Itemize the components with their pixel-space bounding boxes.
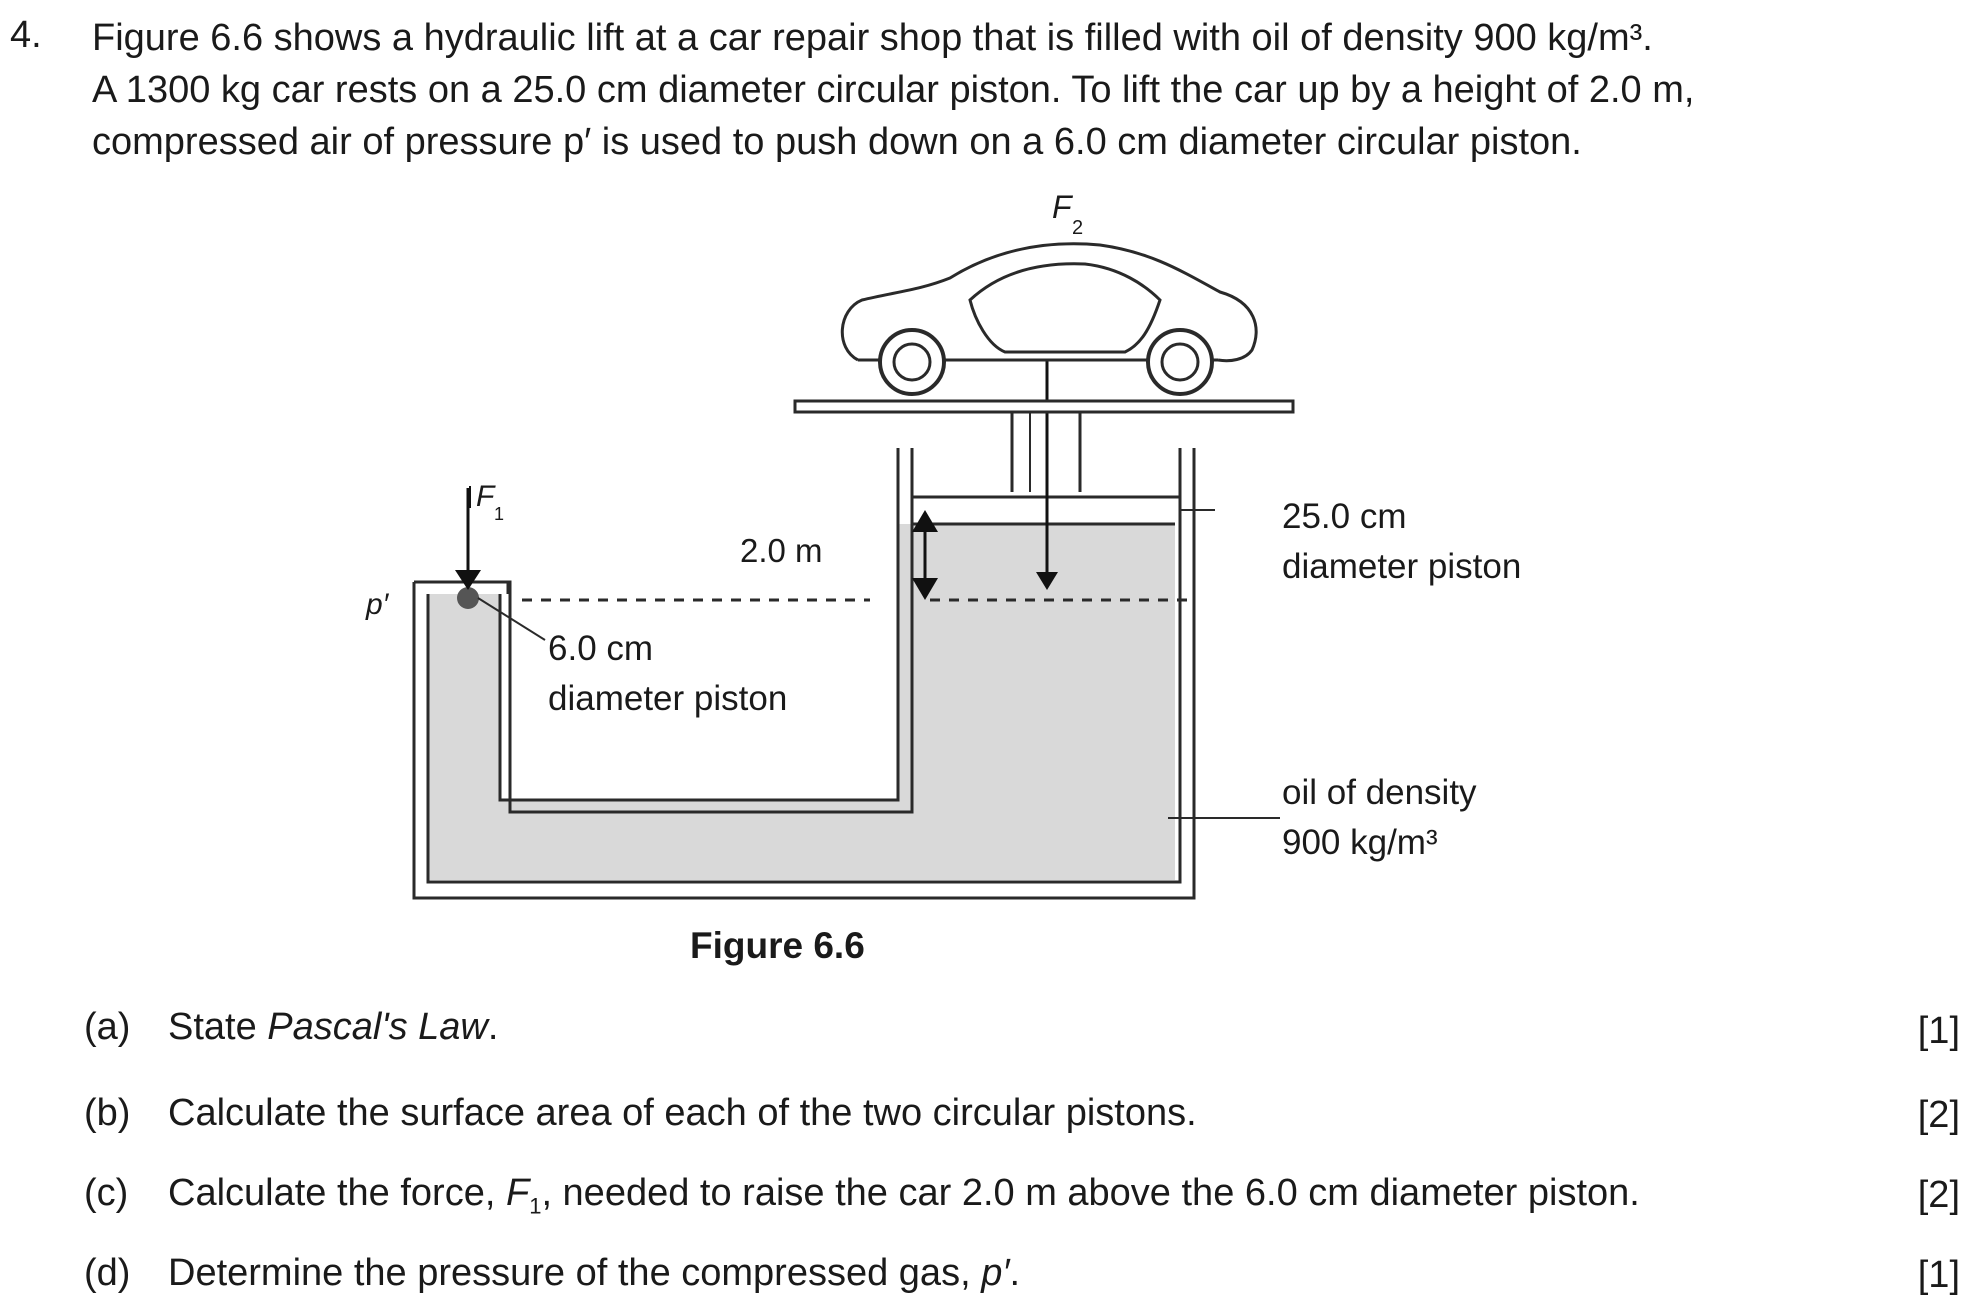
part-a-text-after: . [487,1006,499,1048]
part-b-marks: [2] [1917,1094,1960,1136]
part-d-marks: [1] [1917,1254,1960,1296]
small-piston [457,587,479,609]
stem-line-3: compressed air of pressure p′ is used to… [92,121,1582,163]
part-c-label: (c) [84,1172,129,1214]
f1-subscript: 1 [494,504,504,524]
vessel-divider [498,448,900,802]
part-c: (c) Calculate the force, F1, needed to ra… [84,1172,1640,1220]
small-piston-leader [477,597,546,641]
part-d: (d) Determine the pressure of the compres… [84,1252,1020,1295]
car-rear-hub [1160,342,1200,382]
f1-label: F [476,480,496,513]
f1-arrowhead [455,570,481,590]
part-c-force-sub: 1 [529,1193,542,1219]
part-d-label: (d) [84,1252,131,1294]
part-b-label: (b) [84,1092,131,1134]
oil-label-1: oil of density [1282,773,1477,812]
stem-line-2: A 1300 kg car rests on a 25.0 cm diamete… [92,69,1695,111]
part-a-text-before: State [168,1006,268,1048]
f2-subscript: 2 [1072,217,1083,239]
car-window [968,262,1162,354]
small-piston-label-1: 6.0 cm [548,629,653,668]
vessel-divider-inner [508,448,914,814]
part-c-force: F [505,1172,530,1214]
large-piston-label-1: 25.0 cm [1282,497,1407,536]
part-d-pressure: p′ [981,1252,1010,1294]
part-a-text-italic: Pascal's Law [267,1006,488,1048]
part-c-text-after: , needed to raise the car 2.0 m above th… [541,1172,1640,1214]
vessel-outer-wall [412,448,1196,900]
stem-line-1: Figure 6.6 shows a hydraulic lift at a c… [92,17,1653,59]
small-cylinder-right-wall [500,580,512,594]
part-a: (a) State Pascal's Law. [84,1006,498,1049]
question-number: 4. [10,14,42,56]
part-b: (b) Calculate the surface area of each of… [84,1092,1197,1135]
small-piston-label-2: diameter piston [548,679,787,718]
question-stem: Figure 6.6 shows a hydraulic lift at a c… [92,12,1952,168]
f2-arrowhead [1036,572,1058,590]
lift-platform [793,399,1295,414]
part-a-marks: [1] [1917,1010,1960,1052]
height-arrowhead-up [912,510,938,532]
height-label: 2.0 m [740,532,823,569]
oil-label-2: 900 kg/m³ [1282,823,1438,862]
part-a-label: (a) [84,1006,131,1048]
oil-fill [428,524,1175,880]
part-c-text-before: Calculate the force, [168,1172,506,1214]
large-piston-label-2: diameter piston [1282,547,1521,586]
height-arrowhead-down [912,578,938,600]
p-prime-label: p′ [365,588,390,621]
part-b-text: Calculate the surface area of each of th… [168,1092,1197,1134]
part-c-marks: [2] [1917,1174,1960,1216]
figure-caption: Figure 6.6 [690,925,865,966]
part-d-text-before: Determine the pressure of the compressed… [168,1252,982,1294]
car-front-hub [892,342,932,382]
vessel-inner-wall [426,448,1182,884]
f2-label: F [1052,189,1074,225]
part-d-text-after: . [1009,1252,1021,1294]
